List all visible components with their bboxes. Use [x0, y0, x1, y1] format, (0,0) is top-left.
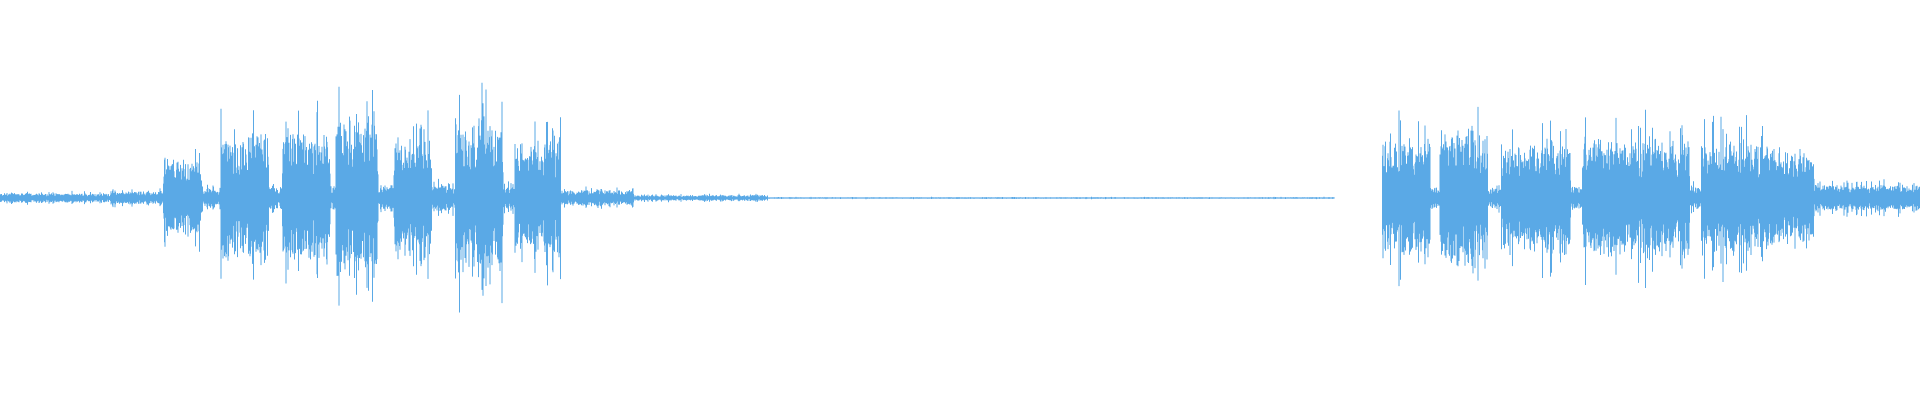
waveform-trace — [0, 82, 1920, 313]
